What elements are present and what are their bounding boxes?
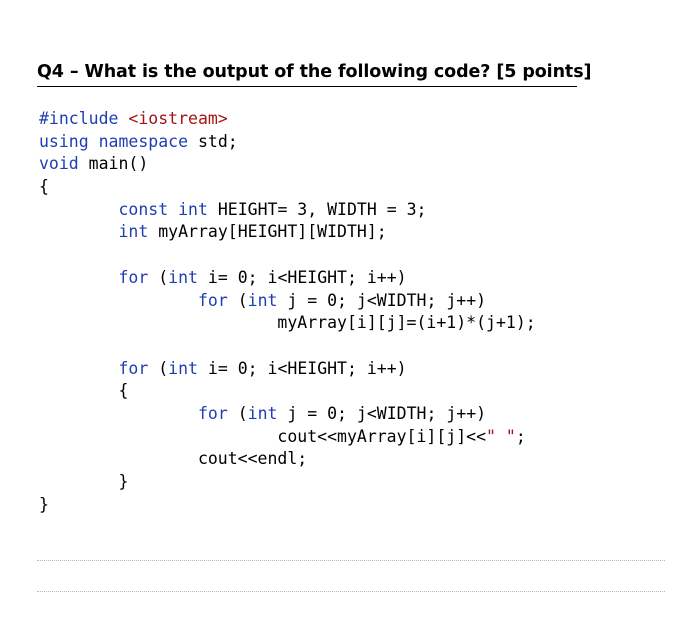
code-text: { — [39, 381, 129, 401]
code-string: <iostream> — [128, 109, 228, 128]
code-text: myArray[i][j]=(i+1)*(j+1); — [39, 313, 536, 333]
code-line — [39, 244, 536, 267]
code-line: int myArray[HEIGHT][WIDTH]; — [39, 221, 536, 244]
code-text — [39, 200, 118, 219]
code-text — [39, 404, 198, 423]
code-text: std; — [188, 131, 238, 151]
code-keyword: int — [168, 267, 198, 287]
answer-line-1[interactable] — [37, 560, 665, 561]
code-text: myArray[HEIGHT][WIDTH]; — [148, 222, 387, 242]
code-text: HEIGHT= 3, WIDTH = 3; — [207, 199, 427, 219]
answer-line-2[interactable] — [37, 591, 665, 592]
code-keyword: using — [39, 131, 89, 151]
code-line: cout<<endl; — [39, 448, 536, 471]
code-line: } — [39, 494, 536, 517]
code-text: } — [39, 472, 129, 491]
code-keyword: for — [118, 267, 149, 287]
code-keyword: void — [39, 154, 79, 174]
code-text: main() — [78, 154, 149, 174]
code-line: #include <iostream> — [39, 108, 536, 131]
code-keyword: int — [247, 403, 278, 423]
code-keyword: for — [197, 290, 228, 310]
code-keyword: for — [197, 403, 228, 423]
code-text: ( — [148, 358, 169, 378]
code-text: ( — [227, 403, 248, 423]
code-line: myArray[i][j]=(i+1)*(j+1); — [39, 312, 536, 335]
code-line — [39, 335, 536, 358]
code-text: i= 0; i<HEIGHT; i++) — [197, 267, 407, 287]
code-line: { — [39, 380, 536, 403]
code-keyword: int — [178, 199, 208, 219]
code-text — [39, 222, 118, 241]
code-keyword: #include — [39, 109, 129, 128]
code-line: for (int j = 0; j<WIDTH; j++) — [39, 403, 536, 426]
code-text: { — [39, 177, 49, 197]
question-heading: Q4 – What is the output of the following… — [37, 62, 597, 87]
code-line: for (int i= 0; i<HEIGHT; i++) — [39, 358, 536, 381]
code-keyword: int — [118, 222, 149, 242]
code-line: const int HEIGHT= 3, WIDTH = 3; — [39, 199, 536, 222]
code-text — [89, 132, 99, 151]
code-text: cout<<endl; — [39, 449, 308, 469]
code-text — [39, 359, 118, 378]
code-text: } — [39, 494, 49, 514]
code-text: j = 0; j<WIDTH; j++) — [277, 290, 487, 310]
code-listing: #include <iostream>using namespace std;v… — [39, 108, 536, 516]
code-line: void main() — [39, 153, 536, 176]
code-text: i= 0; i<HEIGHT; i++) — [197, 358, 407, 378]
code-text — [39, 291, 198, 310]
code-keyword: for — [118, 358, 149, 378]
question-underline — [37, 86, 577, 87]
code-text — [39, 268, 118, 287]
code-keyword: const — [118, 199, 169, 219]
code-line: for (int j = 0; j<WIDTH; j++) — [39, 290, 536, 313]
code-text: ( — [227, 290, 248, 310]
question-text: Q4 – What is the output of the following… — [37, 62, 592, 82]
code-line: for (int i= 0; i<HEIGHT; i++) — [39, 267, 536, 290]
code-line: } — [39, 471, 536, 494]
code-text — [168, 200, 178, 219]
code-line: { — [39, 176, 536, 199]
code-text: ; — [515, 426, 526, 446]
code-keyword: int — [168, 358, 198, 378]
code-line: cout<<myArray[i][j]<<" "; — [39, 426, 536, 449]
code-string: " " — [486, 426, 516, 446]
code-text: j = 0; j<WIDTH; j++) — [277, 403, 487, 423]
code-keyword: namespace — [98, 131, 189, 151]
code-line: using namespace std; — [39, 131, 536, 154]
code-text: ( — [148, 267, 169, 287]
code-text: cout<<myArray[i][j]<< — [39, 426, 487, 446]
code-keyword: int — [247, 290, 278, 310]
